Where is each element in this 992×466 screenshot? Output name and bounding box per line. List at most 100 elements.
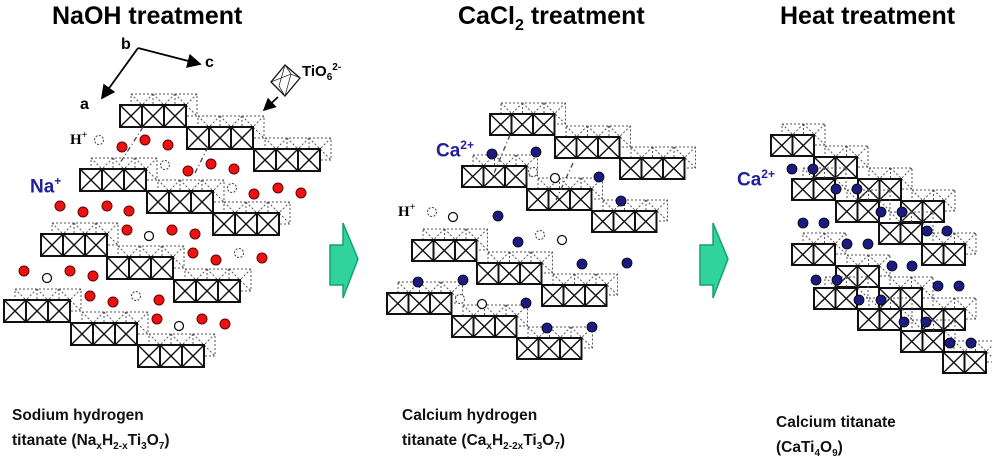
process-arrow [330,223,358,298]
ion-label-h: H+ [70,130,87,149]
caption-line: Sodium hydrogen [12,403,169,428]
caption-calcium-titanate: Calcium titanate (CaTi4O9) [776,410,896,466]
ion-label-h: H+ [398,202,415,221]
calcium-ion [798,218,808,228]
calcium-ion [542,323,552,333]
tio6-block [490,103,566,135]
sodium-ion [163,140,173,150]
hydrogen-ion [551,174,560,183]
ion-text: H [70,132,82,148]
vacancy-site [95,136,104,145]
ion-label-na: Na+ [30,174,61,198]
vacancy-site [529,168,538,177]
sodium-ion [152,314,162,324]
sodium-ion [211,255,221,265]
sodium-ion [140,135,150,145]
vacancy-site [428,208,437,217]
caption-formula: titanate (NaxH2-xTi3O7) [12,428,169,459]
ion-text: Ca [737,169,761,190]
title-heat-treatment: Heat treatment [780,2,955,31]
tio6-block [138,334,215,367]
calcium-ion [819,218,829,228]
label-sub: 6 [327,72,333,83]
label-sup: 2- [332,62,341,73]
ion-text: Ca [436,140,460,161]
tio6-block [477,252,553,284]
tio6-block [592,200,668,232]
tio6-block [174,269,251,302]
tio6-block [120,94,197,127]
hydrogen-ion [145,232,154,241]
tio6-block [147,180,224,213]
sodium-ion [154,295,164,305]
tio6-block [620,147,696,179]
caption-calcium-hydrogen-titanate: Calcium hydrogen titanate (CaxH2-2xTi3O7… [402,403,565,459]
hydrogen-ion [478,300,487,309]
calcium-ion [942,226,952,236]
tio6-block [792,233,846,265]
sodium-ion [108,297,118,307]
calcium-ion [897,207,907,217]
ion-charge: 2+ [761,167,775,181]
tio6-block [771,124,825,156]
ion-label-ca: Ca2+ [737,167,775,191]
calcium-ion [945,338,955,348]
calcium-ion [832,275,842,285]
ion-charge: + [410,202,416,213]
axis-label-b: b [121,36,131,54]
axis-arrow-c [138,48,200,64]
calcium-ion [876,295,886,305]
sodium-ion [197,314,207,324]
sodium-ion [167,225,177,235]
calcium-ion [787,164,797,174]
calcium-ion [852,184,862,194]
calcium-ion [921,317,931,327]
tio6-block [412,229,488,261]
calcium-ion [922,226,932,236]
sodium-ion [229,164,239,174]
title-cacl2-treatment: CaCl2 treatment [458,2,645,35]
tio6-block [41,223,118,256]
tio6-block [71,312,148,345]
calcium-ion [933,281,943,291]
sodium-ion [249,189,259,199]
octahedron-icon [271,65,300,96]
sodium-ion [78,207,88,217]
tio6-block [901,190,955,222]
title-subscript: 2 [515,17,524,34]
calcium-ion [587,322,597,332]
axis-arrow-a [102,48,138,98]
title-naoh-treatment: NaOH treatment [52,2,242,31]
caption-sodium-hydrogen-titanate: Sodium hydrogen titanate (NaxH2-xTi3O7) [12,403,169,459]
calcium-ion [842,239,852,249]
calcium-ion [966,338,976,348]
calcium-ion [513,237,523,247]
vacancy-site [536,231,545,240]
sodium-ion [122,225,132,235]
ion-charge: + [82,130,88,141]
caption-line: Calcium titanate [776,410,896,435]
tio6-block [254,138,331,171]
ion-charge: 2+ [460,138,474,152]
calcium-ion [808,164,818,174]
tio6-block [555,126,631,158]
sodium-ion [85,291,95,301]
tio6-block [452,305,528,337]
calcium-ion [854,295,864,305]
calcium-ion [521,298,531,308]
title-text: treatment [524,2,645,30]
calcium-ion [413,277,423,287]
caption-formula: titanate (CaxH2-2xTi3O7) [402,428,565,459]
calcium-ion [493,211,503,221]
caption-formula: (CaTi4O9) [776,435,896,466]
tio6-block [387,282,463,314]
vacancy-site [132,292,141,301]
hydrogen-ion [43,274,52,283]
calcium-ion [899,317,909,327]
calcium-ion [887,261,897,271]
calcium-ion [458,275,468,285]
sodium-ion [273,183,283,193]
vacancy-site [456,295,465,304]
process-arrow [700,223,728,298]
calcium-ion [876,207,886,217]
